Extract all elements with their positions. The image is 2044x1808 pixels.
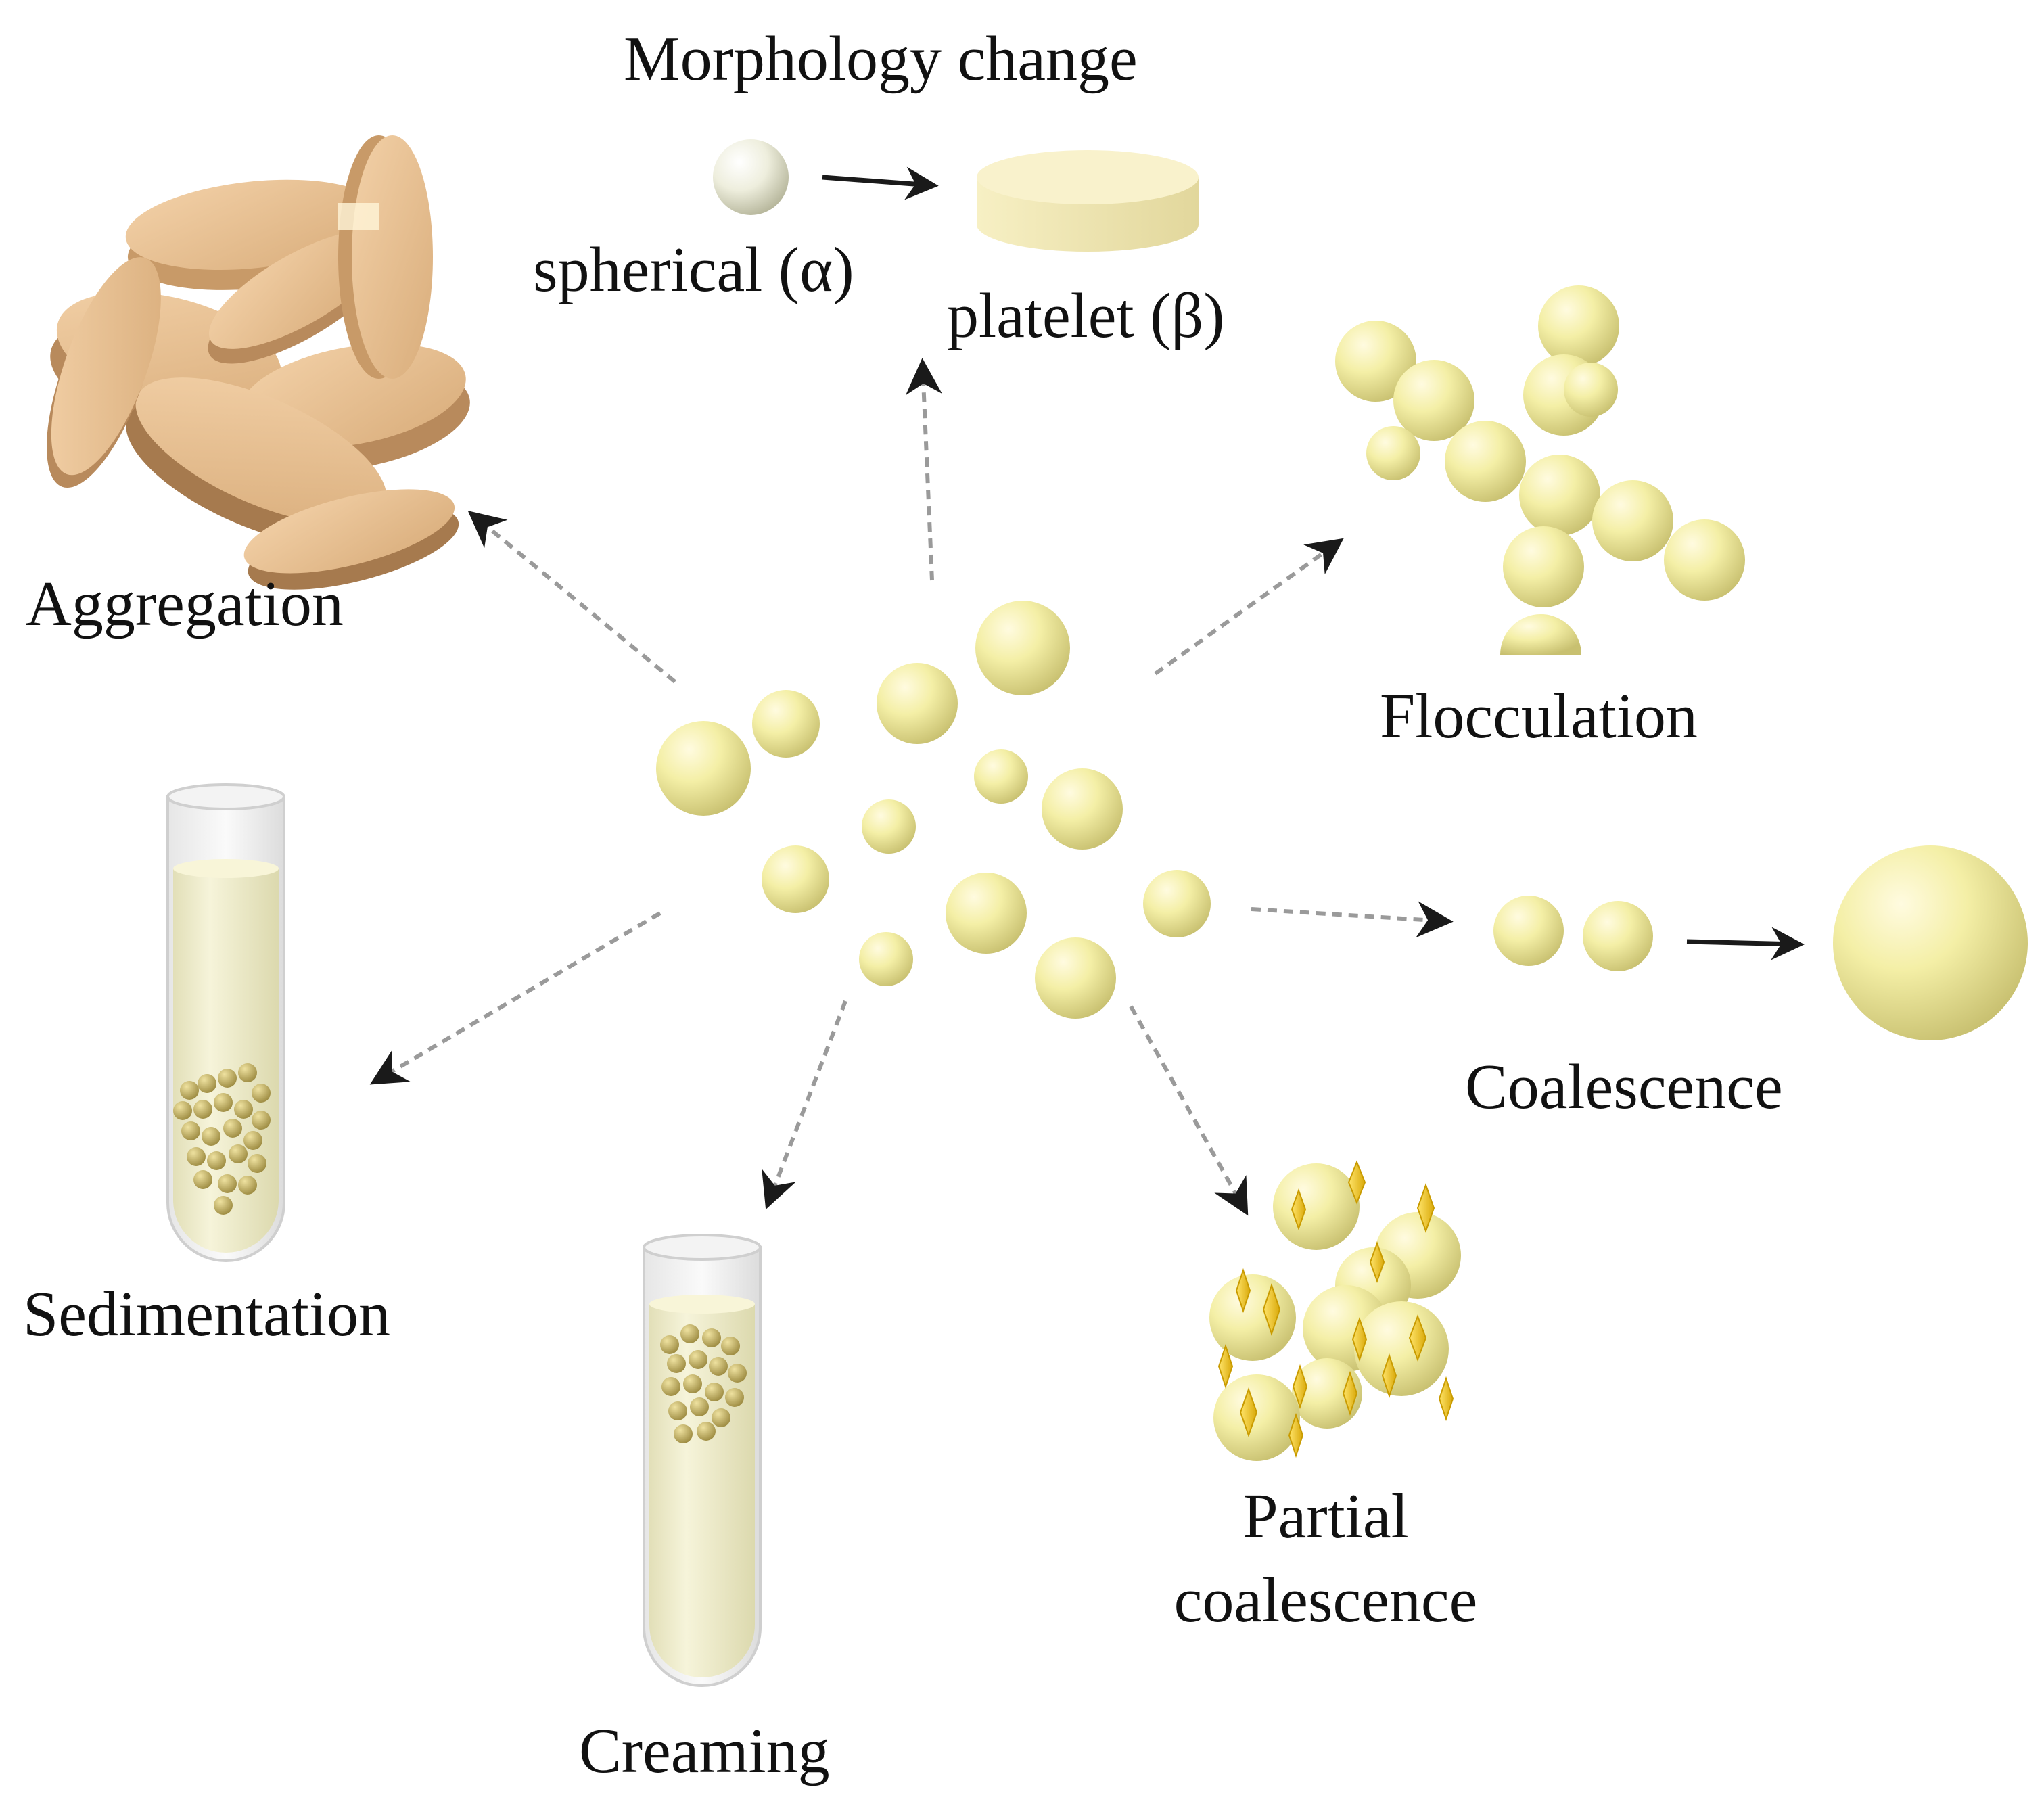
central-droplets (656, 601, 1211, 1019)
aggregation-label: Aggregation (26, 569, 344, 639)
flocculation-label: Flocculation (1380, 681, 1698, 751)
platelet-beta-label: platelet (β) (947, 281, 1225, 351)
morphology-change-title: Morphology change (624, 24, 1138, 94)
partial-coalescence-line2: coalescence (1174, 1565, 1478, 1636)
morphology-arrow (822, 166, 939, 200)
partial-coalescence-line1: Partial (1242, 1481, 1409, 1552)
aggregation-disks (47, 135, 470, 590)
sedimentation-tube (166, 783, 285, 1262)
flocculation-cluster (1335, 285, 1745, 655)
coalescence-arrow (1686, 927, 1805, 960)
partial-coalescence-cluster (1209, 1160, 1461, 1461)
partial-coalescence-label: Partial coalescence (1143, 1475, 1508, 1642)
creaming-tube (643, 1234, 762, 1687)
sedimentation-label: Sedimentation (23, 1279, 391, 1349)
coalescence-label: Coalescence (1465, 1052, 1783, 1122)
platelet-beta-disk (977, 150, 1199, 252)
creaming-label: Creaming (579, 1716, 830, 1786)
dashed-arrows (369, 358, 1454, 1216)
spherical-alpha-particle (713, 139, 789, 215)
spherical-alpha-label: spherical (α) (533, 235, 854, 305)
coalescence-group (1493, 845, 2028, 1040)
morphology-change-group (713, 139, 1199, 252)
